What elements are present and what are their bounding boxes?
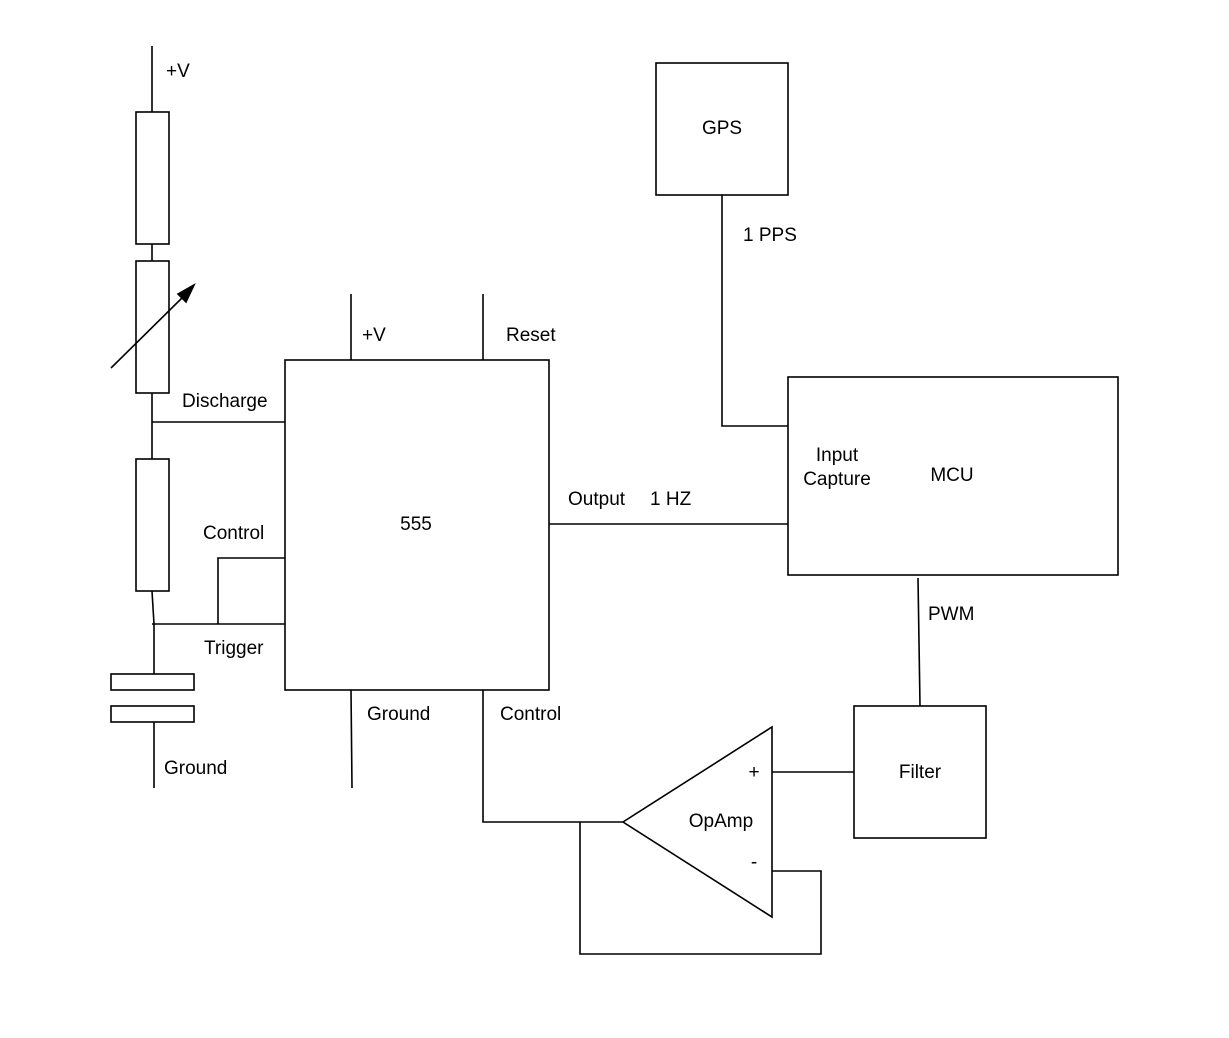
timer-555-box [284, 359, 550, 691]
left-supply-label: +V [166, 61, 190, 82]
filter-box [853, 705, 987, 839]
gps-box [655, 62, 789, 196]
output-label: Output [568, 489, 626, 510]
control-left-label: Control [203, 523, 264, 544]
mcu-module: Input Capture MCU PWM [787, 376, 1119, 707]
gps-name: GPS [702, 118, 742, 139]
capacitor-plate-bottom [110, 705, 195, 723]
timer-555: 555 +V Reset Ground Control [284, 294, 623, 823]
opamp-plus-label: + [748, 762, 759, 783]
input-capture-line2: Capture [803, 469, 871, 490]
rc-network: +V Discharge Control Trigger Ground [110, 46, 285, 788]
timer-ground-wire [350, 689, 353, 789]
reset-label: Reset [506, 325, 556, 346]
resistor-bottom [135, 458, 170, 592]
timer-ground-label: Ground [367, 704, 430, 725]
mcu-box [787, 376, 1119, 576]
filter-module: Filter [772, 705, 987, 839]
control-bottom-wire [482, 690, 623, 823]
feedback-wire [579, 822, 822, 955]
pps-wire [721, 195, 788, 427]
mcu-name: MCU [930, 465, 973, 486]
opamp-triangle [621, 725, 773, 919]
opamp: OpAmp + - [579, 725, 822, 955]
timer-555-name: 555 [400, 514, 432, 535]
opamp-name: OpAmp [689, 811, 753, 832]
filter-name: Filter [899, 762, 942, 783]
control-bottom-label: Control [500, 704, 561, 725]
opamp-minus-label: - [751, 852, 757, 873]
pwm-label: PWM [928, 604, 974, 625]
left-ground-label: Ground [164, 758, 227, 779]
pwm-wire [917, 577, 921, 707]
pps-label: 1 PPS [743, 225, 797, 246]
output-signal-label: 1 HZ [650, 489, 692, 510]
potentiometer-arrow-icon [110, 283, 196, 369]
control-trigger-link-wire [217, 557, 285, 624]
discharge-label: Discharge [182, 391, 268, 412]
capacitor-plate-top [110, 673, 195, 691]
trigger-node-wire [151, 590, 155, 625]
gps-module: GPS 1 PPS [655, 62, 797, 427]
resistor-top [135, 111, 170, 245]
timer-supply-label: +V [362, 325, 386, 346]
input-capture-line1: Input [816, 445, 859, 466]
trigger-label: Trigger [204, 638, 264, 659]
